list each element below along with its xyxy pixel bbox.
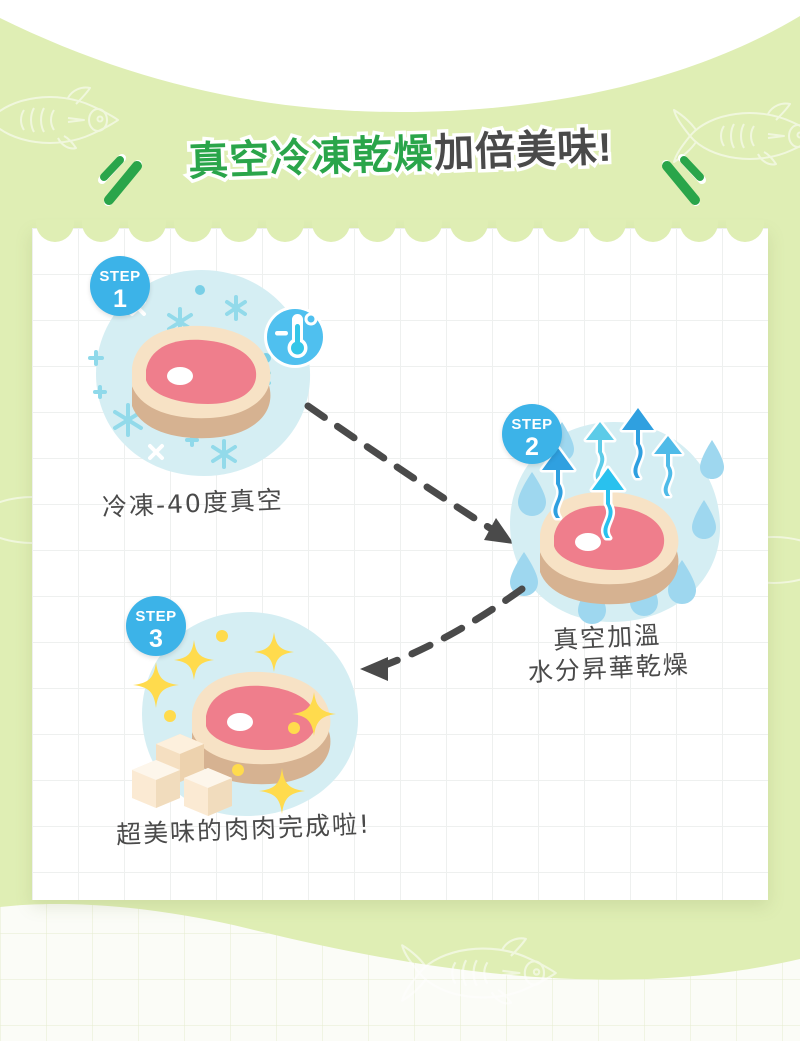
step-1-badge: STEP 1 bbox=[90, 256, 150, 316]
step-1-illustration bbox=[88, 270, 311, 476]
fish-outline-icon bbox=[401, 937, 557, 1005]
slash-mark-icon bbox=[662, 154, 706, 206]
up-arrow-wavy-icon bbox=[539, 405, 685, 541]
card-scalloped-edge bbox=[32, 220, 768, 246]
page-title-dark: 加倍美味! bbox=[430, 122, 617, 179]
steak-icon bbox=[192, 671, 331, 785]
step-2-badge-label: STEP bbox=[511, 416, 553, 433]
steak-icon bbox=[540, 491, 679, 605]
sparkle-icon bbox=[133, 630, 336, 814]
step-1-badge-label: STEP bbox=[99, 268, 141, 285]
freeze-dried-cube-icon bbox=[132, 734, 232, 816]
step-3-badge-number: 3 bbox=[149, 625, 163, 653]
step-2-badge-number: 2 bbox=[525, 433, 539, 461]
page-title-green: 真空冷凍乾燥 bbox=[184, 128, 438, 188]
arrow-step1-to-step2 bbox=[304, 402, 514, 544]
background-top-wave bbox=[0, 0, 800, 150]
step-2: STEP 2 真空加溫 水分昇華乾燥 bbox=[486, 404, 746, 704]
step-3-illustration bbox=[132, 612, 359, 816]
arrow-step2-to-step3 bbox=[360, 585, 526, 681]
steak-icon bbox=[132, 325, 271, 439]
step-3-badge: STEP 3 bbox=[126, 596, 186, 656]
fish-outline-icon bbox=[673, 102, 800, 166]
slash-mark-icon bbox=[98, 154, 142, 206]
step-1: STEP 1 冷凍-40度真空 bbox=[72, 256, 372, 522]
step-1-badge-number: 1 bbox=[113, 285, 127, 313]
thermometer-cold-icon bbox=[264, 306, 326, 368]
fish-outline-icon bbox=[0, 86, 119, 150]
step-3-badge-label: STEP bbox=[135, 608, 177, 625]
step-3: STEP 3 超美味的肉肉完成啦! bbox=[108, 596, 408, 866]
step-2-illustration bbox=[510, 405, 724, 624]
step-2-badge: STEP 2 bbox=[502, 404, 562, 464]
